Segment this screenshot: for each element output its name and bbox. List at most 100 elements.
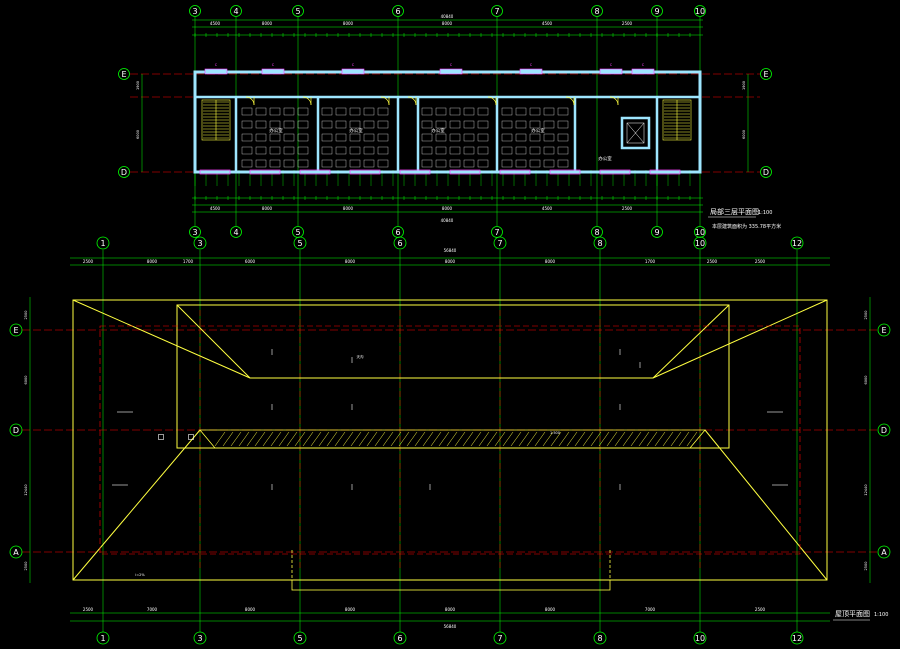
desk (241, 133, 253, 142)
axis-bubble (230, 226, 242, 238)
upper-stair-left (201, 99, 231, 141)
hatch-line (398, 431, 410, 447)
desk (349, 159, 361, 168)
window (204, 68, 228, 75)
desk (283, 107, 295, 116)
desk (269, 133, 281, 142)
overall-dimension: 40840 (441, 14, 454, 19)
roof-dimension: 1700 (645, 259, 656, 264)
desk (501, 133, 513, 142)
roof-gutter (199, 429, 706, 449)
desk (335, 107, 347, 116)
desk (529, 120, 541, 129)
hatch-line (638, 431, 650, 447)
axis-label: E (121, 70, 126, 79)
window (249, 169, 281, 175)
axis-bubble (230, 5, 242, 17)
window (499, 169, 531, 175)
desk (543, 159, 555, 168)
hatch-line (358, 431, 370, 447)
desk (463, 146, 475, 155)
upper-axis-bubbles-right: ED (760, 68, 772, 178)
axis-label: 8 (597, 634, 602, 643)
upper-plan-scale: 1:100 (758, 210, 772, 216)
desk (463, 107, 475, 116)
hatch-line (342, 431, 354, 447)
axis-label: 8 (594, 228, 599, 237)
axis-label: 3 (192, 228, 197, 237)
axis-label: 6 (395, 228, 400, 237)
desk (377, 146, 389, 155)
desk (421, 120, 433, 129)
room-label: 办公室 (598, 155, 612, 162)
desk (297, 107, 309, 116)
desk (421, 146, 433, 155)
axis-label: 7 (494, 7, 499, 16)
roof-dimension: 8000 (345, 259, 356, 264)
axis-bubble (189, 5, 201, 17)
hatch-line (414, 431, 426, 447)
axis-label: 10 (695, 228, 705, 237)
hatch-line (518, 431, 530, 447)
axis-label: 12 (792, 239, 802, 248)
desk (515, 133, 527, 142)
hatch-line (350, 431, 362, 447)
hatch-line (254, 431, 266, 447)
desk (269, 146, 281, 155)
hatch-line (534, 431, 546, 447)
desk (557, 120, 569, 129)
bay-dimension: 8000 (442, 21, 453, 26)
desk (241, 107, 253, 116)
desk (421, 107, 433, 116)
roof-side-dimension: 2500 (864, 311, 868, 320)
roof-plan-scale: 1:100 (874, 612, 888, 618)
roof-plan-title: 屋顶平面图 (835, 610, 870, 618)
hatch-line (214, 431, 226, 447)
side-dimension: 1900 (136, 81, 140, 90)
desk (421, 159, 433, 168)
axis-label: 3 (192, 7, 197, 16)
desk (435, 146, 447, 155)
window-label: C (530, 63, 533, 67)
ridge-label: 1.500 (550, 431, 560, 435)
axis-bubble (96, 236, 110, 250)
axis-bubble (760, 68, 772, 80)
axis-bubble (193, 631, 207, 645)
axis-label: 8 (597, 239, 602, 248)
hatch-line (430, 431, 442, 447)
desk (349, 133, 361, 142)
roof-side-dimension: 6000 (24, 376, 28, 385)
desk (321, 146, 333, 155)
window (261, 68, 285, 75)
axis-bubble (393, 631, 407, 645)
desk (543, 146, 555, 155)
axis-label: D (121, 168, 127, 177)
window (631, 68, 655, 75)
desk (421, 133, 433, 142)
upper-elevator (626, 122, 645, 144)
desk (255, 146, 267, 155)
axis-bubble (651, 5, 663, 17)
desk (529, 133, 541, 142)
bay-dimension: 2500 (622, 21, 633, 26)
axis-label: 1 (100, 239, 105, 248)
hatch-line (606, 431, 618, 447)
axis-bubble (9, 323, 23, 337)
axis-label: 3 (197, 239, 202, 248)
axis-bubble (790, 236, 804, 250)
hatch-line (526, 431, 538, 447)
desk (269, 107, 281, 116)
desk (363, 159, 375, 168)
hatch-line (438, 431, 450, 447)
axis-bubble (293, 631, 307, 645)
axis-bubble (393, 236, 407, 250)
roof-dimension: 8000 (245, 607, 256, 612)
hatch-line (558, 431, 570, 447)
hatch-line (326, 431, 338, 447)
axis-bubble (694, 226, 706, 238)
window (599, 68, 623, 75)
window (439, 68, 463, 75)
